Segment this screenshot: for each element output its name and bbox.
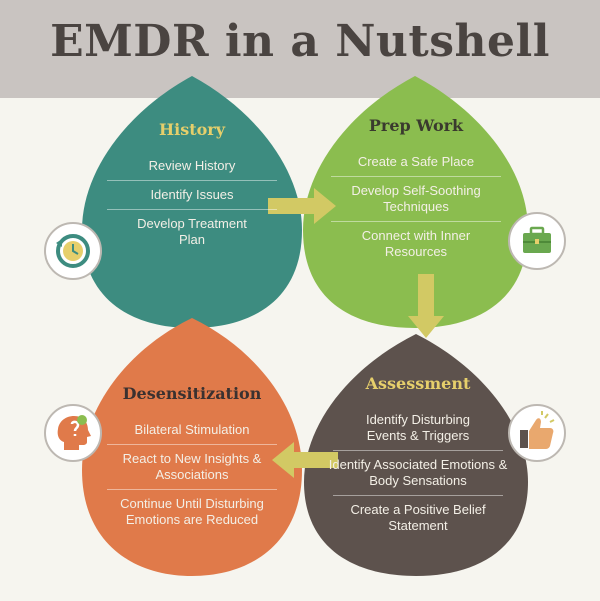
- history-leaf: [82, 76, 302, 328]
- divider: [107, 489, 277, 490]
- history-item-3: Develop Treatment Plan: [137, 216, 247, 247]
- prep-panel: Prep Work Create a Safe Place Develop Se…: [318, 118, 514, 266]
- divider: [107, 180, 277, 181]
- prep-heading: Prep Work: [368, 116, 464, 135]
- divider: [331, 221, 501, 222]
- history-item-2: Identify Issues: [150, 187, 234, 202]
- desensitization-item-1: Bilateral Stimulation: [134, 422, 250, 437]
- history-item-1: Review History: [148, 158, 236, 173]
- assessment-heading: Assessment: [365, 374, 471, 393]
- desensitization-item-2: React to New Insights & Associations: [122, 451, 262, 482]
- briefcase-icon: [508, 212, 566, 270]
- desensitization-item-3: Continue Until Disturbing Emotions are R…: [120, 496, 264, 527]
- prep-leaf: [303, 76, 528, 328]
- desensitization-heading: Desensitization: [122, 384, 262, 403]
- divider: [107, 444, 277, 445]
- head-question-icon: [44, 404, 102, 462]
- thumbs-up-icon: [508, 404, 566, 462]
- divider: [331, 176, 501, 177]
- prep-item-3: Connect with Inner Resources: [361, 228, 471, 259]
- assessment-panel: Assessment Identify Disturbing Events & …: [320, 376, 516, 540]
- assessment-item-1: Identify Disturbing Events & Triggers: [365, 412, 471, 443]
- assessment-item-3: Create a Positive Belief Statement: [350, 502, 486, 533]
- arrow-assessment-to-desens: [272, 442, 338, 478]
- desensitization-panel: Desensitization Bilateral Stimulation Re…: [92, 386, 292, 534]
- clock-cycle-icon: [44, 222, 102, 280]
- divider: [333, 450, 503, 451]
- prep-item-2: Develop Self-Soothing Techniques: [351, 183, 481, 214]
- page-title: EMDR in a Nutshell: [50, 16, 550, 67]
- history-heading: History: [159, 120, 225, 139]
- prep-item-1: Create a Safe Place: [357, 154, 475, 169]
- history-panel: History Review History Identify Issues D…: [92, 122, 292, 254]
- arrow-history-to-prep: [268, 188, 336, 224]
- title-banner: [0, 0, 600, 98]
- divider: [107, 209, 277, 210]
- assessment-leaf: [304, 334, 528, 576]
- arrow-prep-to-assessment: [408, 274, 444, 338]
- assessment-item-2: Identify Associated Emotions & Body Sens…: [328, 457, 508, 488]
- desensitization-leaf: [82, 318, 302, 576]
- divider: [333, 495, 503, 496]
